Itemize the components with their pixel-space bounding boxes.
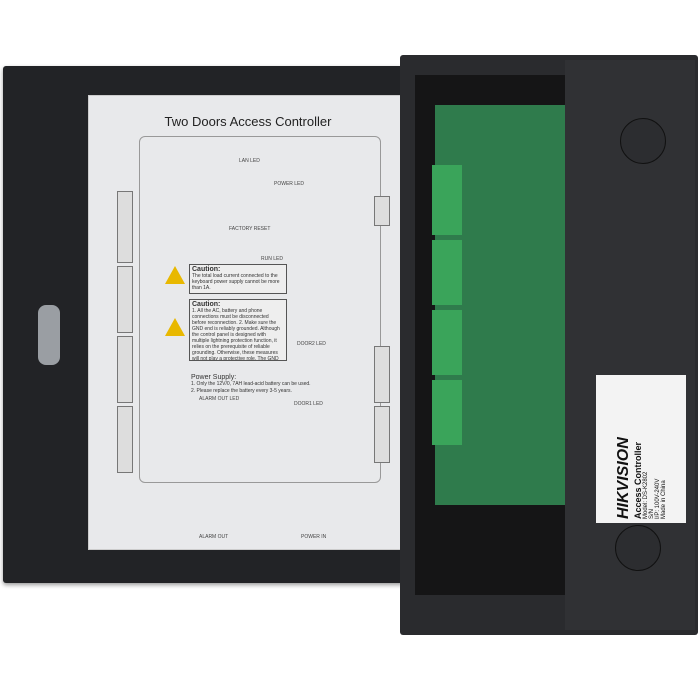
terminal-block <box>374 196 390 226</box>
caution-box: Caution: The total load current connecte… <box>189 264 287 294</box>
terminal-block <box>117 406 133 473</box>
led-label: DOOR2 LED <box>297 341 326 347</box>
board-outline <box>139 136 381 483</box>
led-label: FACTORY RESET <box>229 226 271 232</box>
led-label: ALARM OUT LED <box>199 396 240 402</box>
power-supply-note: Power Supply: 1. Only the 12V/0, 7AH lea… <box>191 374 311 394</box>
led-label: RUN LED <box>261 256 283 262</box>
power-in-label: POWER IN <box>301 534 327 540</box>
product-label: HIKVISION Access Controller Model: DS-K2… <box>596 375 686 523</box>
led-label: DOOR1 LED <box>294 401 323 407</box>
terminal-connector <box>432 240 462 305</box>
terminal-block <box>117 336 133 403</box>
caution-box: Caution: 1. All the AC, battery and phon… <box>189 299 287 361</box>
door-lock[interactable] <box>38 305 60 365</box>
terminal-block <box>117 266 133 333</box>
knockout-hole <box>620 118 666 164</box>
warning-icon <box>165 266 185 284</box>
terminal-connector <box>432 165 462 235</box>
brand-logo: HIKVISION <box>615 437 632 519</box>
terminal-block <box>374 406 390 463</box>
led-label: LAN LED <box>239 158 260 164</box>
warning-icon <box>165 318 185 336</box>
terminal-connector <box>432 380 462 445</box>
diagram-title: Two Doors Access Controller <box>164 114 332 129</box>
terminal-block <box>117 191 133 263</box>
wiring-diagram-sheet: Two Doors Access Controller LAN LED POWE… <box>88 95 408 550</box>
terminal-block <box>374 346 390 403</box>
alarm-out-label: ALARM OUT <box>199 534 229 540</box>
terminal-connector <box>432 310 462 375</box>
knockout-hole <box>615 525 661 571</box>
led-label: POWER LED <box>274 181 305 187</box>
